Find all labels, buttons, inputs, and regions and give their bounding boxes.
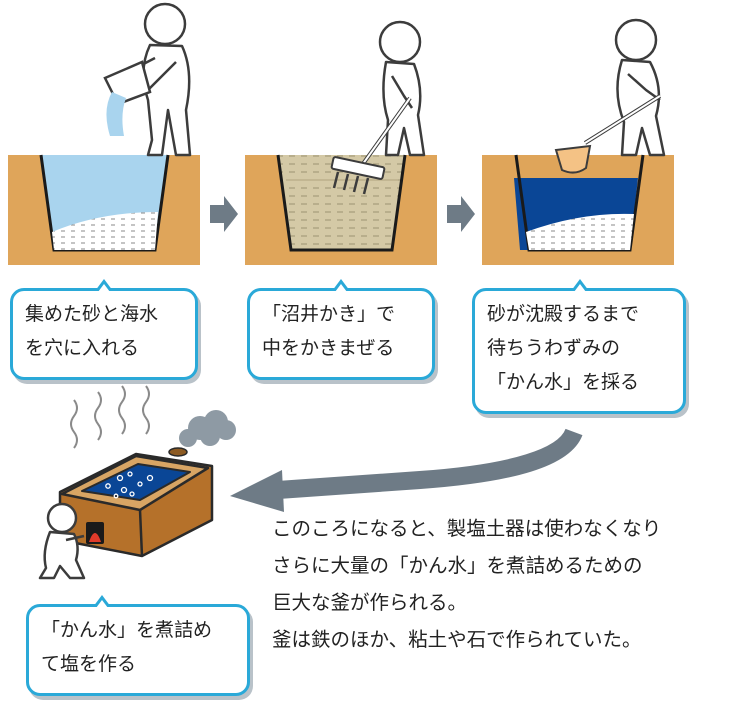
ladle-icon [554,94,662,174]
step-3-line-2: 待ちうわずみの [487,337,621,359]
bubbles [105,471,154,499]
steam-icon [70,385,150,449]
arrow-right-icon [210,196,238,232]
step-2-bubble: 「沼井かき」で 中をかきまぜる [247,279,435,380]
pit-panel-3 [482,154,674,265]
step-2-line-1: 「沼井かき」で [262,303,396,325]
caption-line-3: 巨大な釜が作られる。 [272,591,468,614]
caption-line-1: このころになると、製塩土器は使わなくなり [272,517,662,540]
step-4-line-1: 「かん水」を煮詰め [41,619,213,641]
smoke-icon [179,410,236,447]
step-3-line-1: 砂が沈殿するまで [487,303,640,325]
step-4-line-2: て塩を作る [41,653,137,675]
person-icon [38,502,86,580]
caption-line-2: さらに大量の「かん水」を煮詰めるための [272,554,643,577]
person-icon [614,18,666,157]
rake-icon [330,96,412,195]
step-1-line-2: を穴に入れる [25,337,140,359]
caption-line-4: 釜は鉄のほか、粘土や石で作られていた。 [272,628,642,651]
step-3-bubble: 砂が沈殿するまで 待ちうわずみの 「かん水」を採る [472,279,686,414]
step-2-line-2: 中をかきまぜる [262,337,395,359]
step-1-line-1: 集めた砂と海水 [25,303,159,325]
curved-arrow-icon [230,428,583,512]
fire-icon [86,522,104,544]
pit-panel-1 [8,154,200,265]
salt-pot-icon [58,447,214,558]
caption-text: このころになると、製塩土器は使わなくなり さらに大量の「かん水」を煮詰めるための… [272,510,661,658]
pit-panel-2 [245,154,437,265]
arrow-right-icon [447,196,475,232]
step-4-bubble: 「かん水」を煮詰め て塩を作る [26,595,250,696]
step-1-bubble: 集めた砂と海水 を穴に入れる [10,279,198,380]
step-3-line-3: 「かん水」を採る [487,371,640,393]
bucket-icon [103,60,152,136]
person-icon [378,20,426,157]
